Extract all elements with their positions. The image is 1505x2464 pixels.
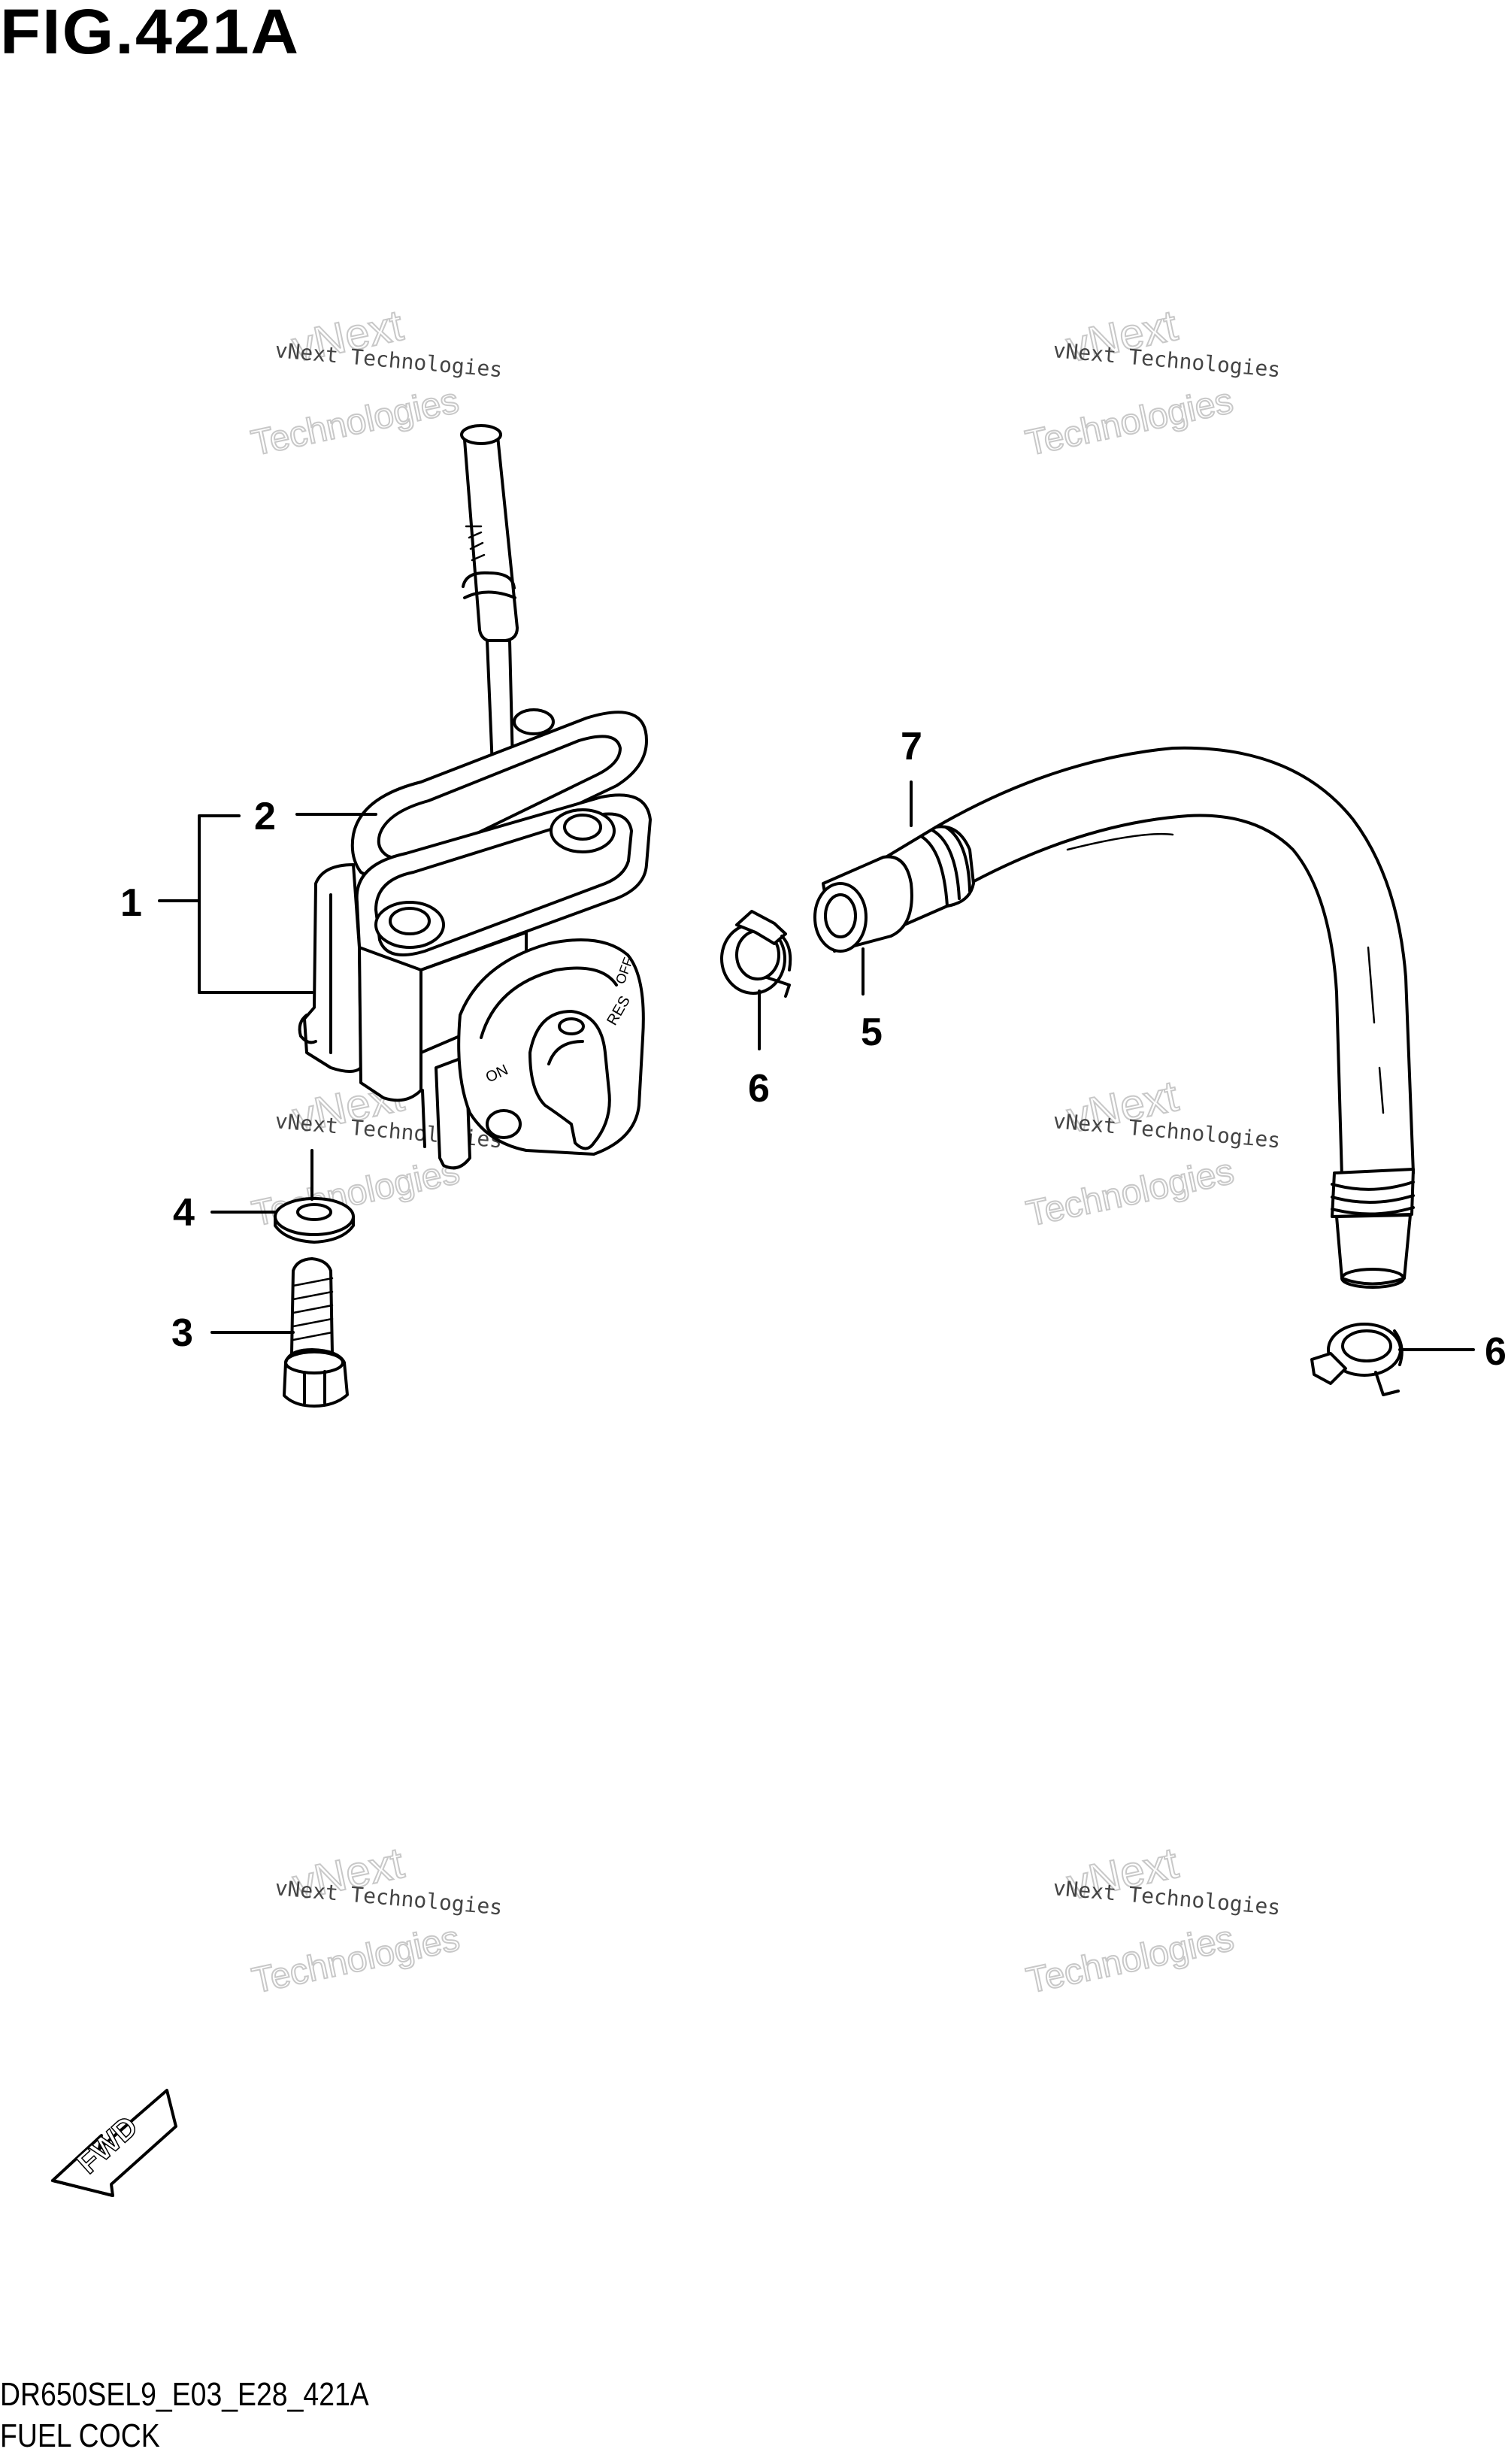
callout-3: 3: [171, 1311, 193, 1355]
hose-clamp-upper: [720, 910, 792, 998]
watermark-top-right: vNext Technologies: [1022, 300, 1237, 465]
callout-7: 7: [901, 725, 922, 768]
fuel-hose: [813, 746, 1415, 1289]
forward-direction-arrow: FWD: [51, 2089, 177, 2197]
watermark-bottom-left: vNext Technologies: [248, 1838, 464, 2002]
figure-name: FUEL COCK: [0, 2417, 160, 2454]
bolt: [283, 1257, 349, 1408]
svg-text:Technologies: Technologies: [1023, 1918, 1237, 2001]
watermark-mid-right: vNext Technologies: [1022, 1071, 1238, 1235]
fuel-cock-body: ON RES OFF: [298, 424, 652, 1170]
hose-clamp-lower: [1310, 1323, 1404, 1396]
watermark-top-left: vNext Technologies: [247, 300, 463, 465]
watermark-bottom-right: vNext Technologies: [1022, 1838, 1238, 2002]
callout-5: 5: [861, 1011, 883, 1054]
callout-6-lower: 6: [1485, 1330, 1505, 1374]
svg-text:Technologies: Technologies: [1022, 381, 1237, 464]
leader-lines: [158, 780, 1475, 1351]
callout-1: 1: [120, 881, 142, 925]
callout-2: 2: [254, 795, 276, 838]
svg-text:Technologies: Technologies: [1023, 1151, 1237, 1234]
callout-4: 4: [173, 1191, 195, 1235]
washer: [274, 1197, 355, 1244]
svg-text:Technologies: Technologies: [249, 1918, 463, 2001]
figure-code: DR650SEL9_E03_E28_421A: [0, 2376, 369, 2413]
svg-text:Technologies: Technologies: [248, 381, 462, 464]
figure-title: FIG.421A: [0, 0, 301, 67]
callout-6-upper: 6: [748, 1067, 770, 1111]
